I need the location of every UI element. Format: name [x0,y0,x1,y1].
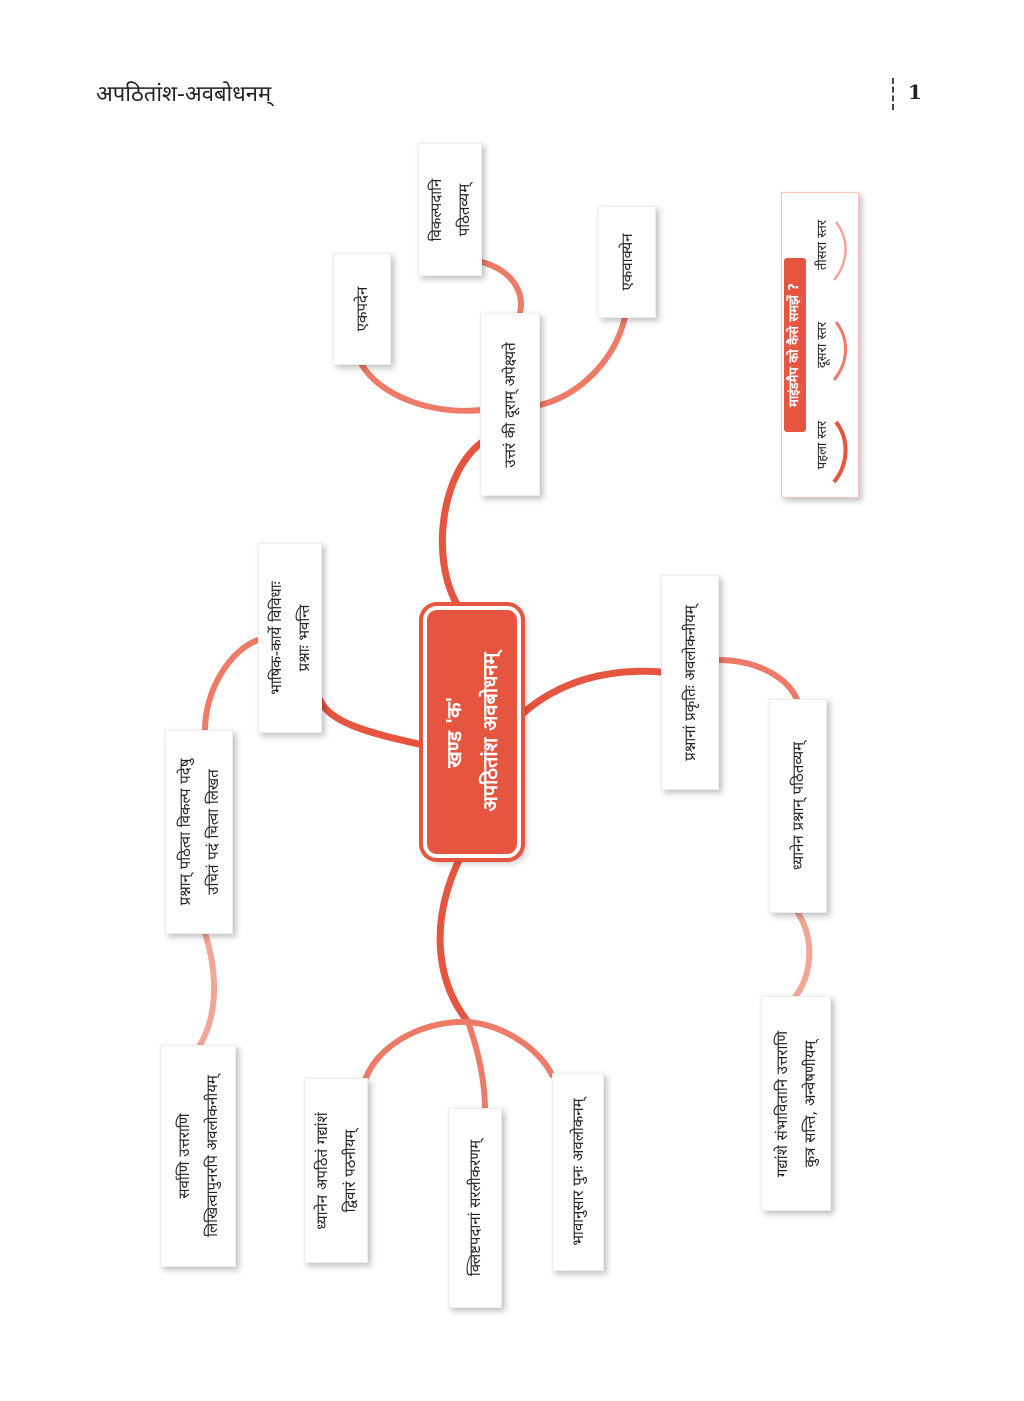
central-topic-line1: खण्ड 'क' [442,696,466,768]
node-ekapadena: एकपदेन [333,253,391,365]
page-header-title: अपठितांश-अवबोधनम् [96,82,272,107]
central-topic: खण्ड 'क' अपठितांश अवबोधनम् [419,602,525,862]
branch-klishta [465,1019,488,1113]
node-sarvani-line2: लिखित्वापुनरपि अवलोकनीयम् [203,1075,221,1237]
node-sarvani: सर्वाणि उत्तराणि लिखित्वापुनरपि अवलोकनीय… [160,1045,236,1267]
node-dhyanena-gadyansh-line2: द्विवारं पठनीयम् [341,1129,359,1212]
node-ekavakyena: एकवाक्येन [598,206,656,318]
node-bhavanusar: भावानुसार पुनः अवलोकनम् [552,1073,604,1271]
node-prashnanam-prakriti-text: प्रश्नानां प्रकृतिः अवलोकनीयम् [681,604,699,761]
node-prashnanam-prakriti: प्रश्नानां प्रकृतिः अवलोकनीयम् [661,575,719,790]
legend-title-text: माइंडमैप को कैसे समझें ? [787,283,802,407]
node-prashnan-line2: उचितं पदं चित्वा लिखत [204,769,222,895]
node-gadyanshe-line1: गद्यांशे संभावितानि उत्तराणि [773,1030,791,1177]
node-klishta-text: क्लिष्टपदानां सरलीकरणम् [466,1139,484,1277]
page-number: 1 [908,80,922,104]
branch-bhavanusar [465,1019,555,1078]
legend-title: माइंडमैप को कैसे समझें ? [784,258,806,432]
node-bhashika-line1: भाषिक-कार्ये विविधाः [267,581,285,695]
node-bhavanusar-text: भावानुसार पुनः अवलोकनम् [569,1098,587,1246]
node-klishta: क्लिष्टपदानां सरलीकरणम् [448,1108,502,1308]
node-vikalpa: विकल्पदानि पठितव्यम् [418,143,482,276]
branch-ekavakyena [537,314,628,408]
branch-gadyanshe [792,910,813,1000]
node-dhyanena-prashnan: ध्यानेन प्रश्नान् पठितव्यम् [769,699,827,913]
node-bhashika: भाषिक-कार्ये विविधाः प्रश्नाः भवन्ति [258,543,322,733]
node-gadyanshe-line2: कुत्र सन्ति, अन्वेषणीयम् [801,1040,819,1167]
central-topic-line2: अपठितांश अवबोधनम् [478,652,502,812]
branch-ekapadena [359,362,484,414]
node-dhyanena-gadyansh: ध्यानेन अपठितं गद्यांशं द्विवारं पठनीयम् [304,1078,368,1263]
node-sarvani-line1: सर्वाणि उत्तराणि [175,1113,193,1199]
branch-left [316,696,427,749]
legend-arc-level1 [832,420,848,484]
node-uttara-apekshyate: उत्तरं की दूराम् अपेक्ष्यते [480,313,540,496]
node-vikalpa-line2: पठितव्यम् [455,183,473,236]
node-vikalpa-line1: विकल्पदानि [427,178,445,241]
node-dhyanena-prashnan-text: ध्यानेन प्रश्नान् पठितव्यम् [789,741,807,871]
legend-arc-level2 [832,321,848,381]
node-prashnan: प्रश्नान् पठित्वा विकल्प पदेषु उचितं पदं… [165,730,233,934]
node-ekavakyena-text: एकवाक्येन [618,233,636,291]
legend-arcs [832,221,848,484]
branch-prashnan [202,637,261,733]
branch-dhyanena-prashnan [715,657,800,703]
branch-upper [438,436,489,610]
node-bhashika-line2: प्रश्नाः भवन्ति [295,604,313,672]
node-ekapadena-text: एकपदेन [353,286,371,332]
branch-vikalpa [479,259,524,316]
node-uttara-apekshyate-text: उत्तरं की दूराम् अपेक्ष्यते [501,341,519,468]
branch-dhyanena-gadyansh [362,1018,471,1083]
branch-right [517,667,665,719]
header-separator [892,78,894,110]
node-prashnan-line1: प्रश्नान् पठित्वा विकल्प पदेषु [176,758,194,906]
legend-arc-level3 [833,221,847,281]
branch-sarvani [197,930,217,1048]
node-dhyanena-gadyansh-line1: ध्यानेन अपठितं गद्यांशं [313,1111,331,1230]
branch-lower [436,854,472,1026]
node-gadyanshe: गद्यांशे संभावितानि उत्तराणि कुत्र सन्ति… [761,996,831,1211]
